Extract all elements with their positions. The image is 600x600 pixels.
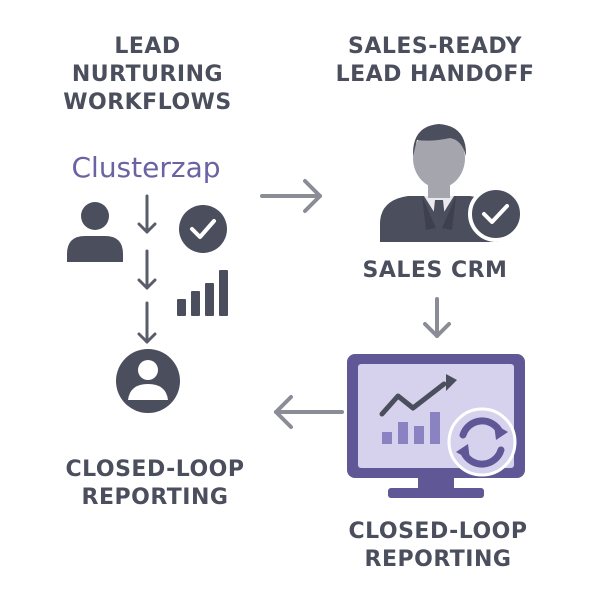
down-arrow-crm xyxy=(423,297,451,338)
heading-line: WORKFLOWS xyxy=(63,90,232,115)
heading-line: SALES CRM xyxy=(362,258,508,283)
right-arrow xyxy=(260,179,322,213)
down-arrow-2 xyxy=(137,249,157,290)
refresh-icon xyxy=(447,407,517,477)
businessman-icon xyxy=(380,124,498,242)
lead-nurturing-heading: LEAD NURTURING WORKFLOWS xyxy=(40,33,255,117)
heading-line: NURTURING xyxy=(71,62,224,87)
brand-name: Clusterzap xyxy=(71,151,221,184)
down-arrow-1 xyxy=(137,194,157,234)
heading-line: LEAD HANDOFF xyxy=(335,62,535,87)
sales-ready-heading: SALES-READY LEAD HANDOFF xyxy=(300,33,570,89)
heading-line: SALES-READY xyxy=(348,34,522,59)
down-arrow-3 xyxy=(137,301,157,344)
trend-line xyxy=(379,381,447,417)
user-icon xyxy=(67,202,123,262)
closed-loop-left-heading: CLOSED-LOOP REPORTING xyxy=(50,456,260,512)
heading-line: CLOSED-LOOP xyxy=(348,519,528,544)
bar-chart-icon xyxy=(177,270,228,316)
check-circle-icon xyxy=(468,186,524,242)
left-arrow xyxy=(274,395,344,429)
sales-crm-heading: SALES CRM xyxy=(330,257,540,285)
heading-line: REPORTING xyxy=(364,547,512,572)
heading-line: LEAD xyxy=(114,34,181,59)
closed-loop-right-heading: CLOSED-LOOP REPORTING xyxy=(318,518,558,574)
heading-line: REPORTING xyxy=(81,485,229,510)
heading-line: CLOSED-LOOP xyxy=(65,457,245,482)
check-circle-icon xyxy=(179,205,227,253)
bar-chart-icon xyxy=(382,412,440,444)
user-circle-icon xyxy=(116,349,180,413)
